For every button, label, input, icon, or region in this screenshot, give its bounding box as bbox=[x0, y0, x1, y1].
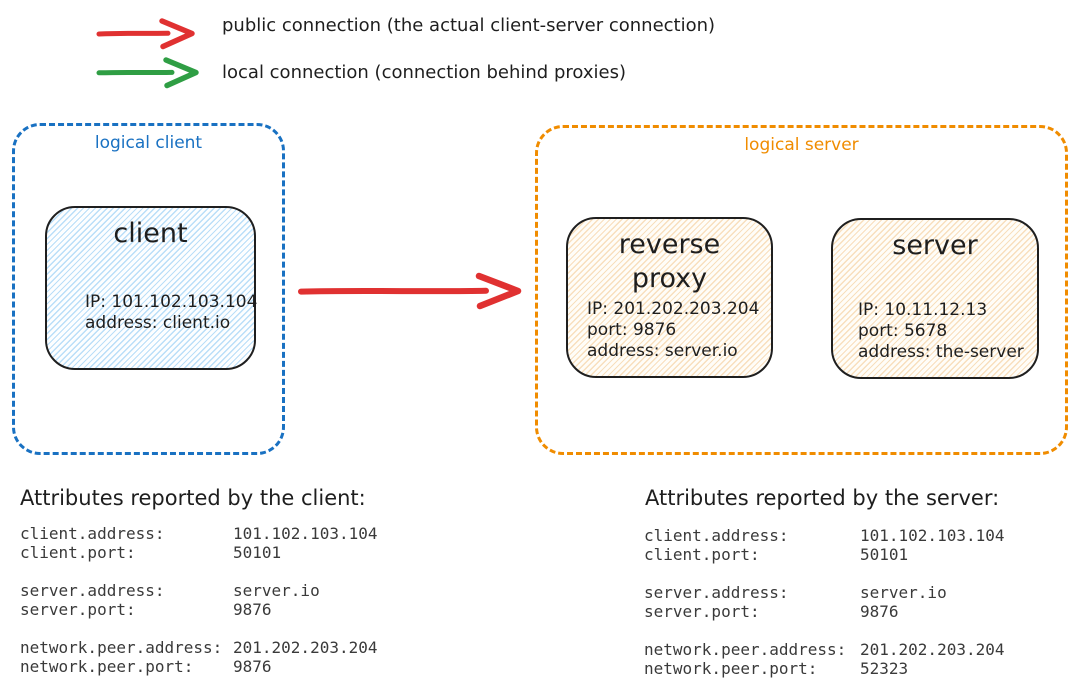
attr-key: client.address: bbox=[644, 526, 789, 545]
server-ip-line: IP: 10.11.12.13 bbox=[858, 300, 988, 320]
logical-server-label: logical server bbox=[744, 135, 859, 155]
attr-key: client.port: bbox=[20, 543, 136, 562]
attr-value: 9876 bbox=[233, 600, 272, 619]
local-connection-arrow-icon bbox=[96, 57, 199, 89]
attr-key: server.address: bbox=[20, 581, 165, 600]
legend-public-connection-label: public connection (the actual client-ser… bbox=[222, 15, 716, 36]
client-attr-group-server: server.address: server.io server.port: 9… bbox=[20, 581, 378, 619]
attr-row: client.port: 50101 bbox=[20, 543, 378, 562]
server-address-line: address: the-server bbox=[858, 342, 1024, 362]
logical-client-group: logical client client IP: 101.102.103.10… bbox=[12, 123, 285, 455]
attr-key: server.address: bbox=[644, 583, 789, 602]
attr-value: server.io bbox=[860, 583, 947, 602]
attr-key: network.peer.address: bbox=[20, 638, 223, 657]
server-node-details: IP: 10.11.12.13 port: 5678 address: the-… bbox=[858, 300, 1024, 363]
reverse-proxy-address-line: address: server.io bbox=[587, 341, 738, 361]
client-node-details: IP: 101.102.103.104 address: client.io bbox=[85, 292, 257, 334]
attr-key: network.peer.address: bbox=[644, 640, 847, 659]
attr-key: network.peer.port: bbox=[20, 657, 194, 676]
client-ip-line: IP: 101.102.103.104 bbox=[85, 292, 258, 312]
attr-row: network.peer.address: 201.202.203.204 bbox=[20, 638, 378, 657]
server-attr-group-client: client.address: 101.102.103.104 client.p… bbox=[644, 526, 1005, 564]
client-node-title: client bbox=[113, 218, 188, 249]
reverse-proxy-port-line: port: 9876 bbox=[587, 320, 677, 340]
server-attr-group-server: server.address: server.io server.port: 9… bbox=[644, 583, 1005, 621]
reverse-proxy-node-title: reverse proxy bbox=[618, 229, 721, 294]
client-attributes-heading: Attributes reported by the client: bbox=[20, 486, 366, 510]
attr-value: 52323 bbox=[860, 659, 909, 678]
reverse-proxy-node: reverse proxy IP: 201.202.203.204 port: … bbox=[566, 217, 773, 378]
attr-row: network.peer.port: 9876 bbox=[20, 657, 378, 676]
attr-row: server.port: 9876 bbox=[644, 602, 1005, 621]
attr-value: 201.202.203.204 bbox=[860, 640, 1005, 659]
attr-row: network.peer.port: 52323 bbox=[644, 659, 1005, 678]
attr-row: client.address: 101.102.103.104 bbox=[644, 526, 1005, 545]
client-attr-group-client: client.address: 101.102.103.104 client.p… bbox=[20, 524, 378, 562]
attr-value: 9876 bbox=[860, 602, 899, 621]
attr-key: client.address: bbox=[20, 524, 165, 543]
client-to-server-connection-arrow-icon bbox=[298, 272, 522, 310]
attr-row: client.port: 50101 bbox=[644, 545, 1005, 564]
reverse-proxy-ip-line: IP: 201.202.203.204 bbox=[587, 299, 760, 319]
public-connection-arrow-icon bbox=[96, 18, 195, 50]
attr-row: network.peer.address: 201.202.203.204 bbox=[644, 640, 1005, 659]
client-node: client IP: 101.102.103.104 address: clie… bbox=[45, 206, 257, 370]
attr-row: server.address: server.io bbox=[644, 583, 1005, 602]
client-attributes-table: client.address: 101.102.103.104 client.p… bbox=[20, 524, 378, 695]
server-attributes-table: client.address: 101.102.103.104 client.p… bbox=[644, 526, 1005, 697]
server-attr-group-network-peer: network.peer.address: 201.202.203.204 ne… bbox=[644, 640, 1005, 678]
attr-key: network.peer.port: bbox=[644, 659, 818, 678]
attr-row: server.address: server.io bbox=[20, 581, 378, 600]
attr-value: 9876 bbox=[233, 657, 272, 676]
reverse-proxy-node-details: IP: 201.202.203.204 port: 9876 address: … bbox=[587, 299, 759, 362]
attr-value: 101.102.103.104 bbox=[233, 524, 378, 543]
client-address-line: address: client.io bbox=[85, 313, 231, 333]
server-node: server IP: 10.11.12.13 port: 5678 addres… bbox=[831, 218, 1039, 379]
client-attr-group-network-peer: network.peer.address: 201.202.203.204 ne… bbox=[20, 638, 378, 676]
attr-value: server.io bbox=[233, 581, 320, 600]
server-port-line: port: 5678 bbox=[858, 321, 948, 341]
logical-server-group: logical server reverse proxy IP: 201.202… bbox=[535, 125, 1068, 455]
attr-key: server.port: bbox=[20, 600, 136, 619]
attr-value: 50101 bbox=[860, 545, 909, 564]
attr-key: server.port: bbox=[644, 602, 760, 621]
attr-value: 50101 bbox=[233, 543, 282, 562]
attr-value: 201.202.203.204 bbox=[233, 638, 378, 657]
legend-local-connection-label: local connection (connection behind prox… bbox=[222, 62, 626, 83]
attr-value: 101.102.103.104 bbox=[860, 526, 1005, 545]
logical-client-label: logical client bbox=[94, 133, 203, 153]
attr-row: server.port: 9876 bbox=[20, 600, 378, 619]
attr-row: client.address: 101.102.103.104 bbox=[20, 524, 378, 543]
attr-key: client.port: bbox=[644, 545, 760, 564]
server-attributes-heading: Attributes reported by the server: bbox=[645, 486, 1000, 510]
server-node-title: server bbox=[892, 230, 978, 261]
